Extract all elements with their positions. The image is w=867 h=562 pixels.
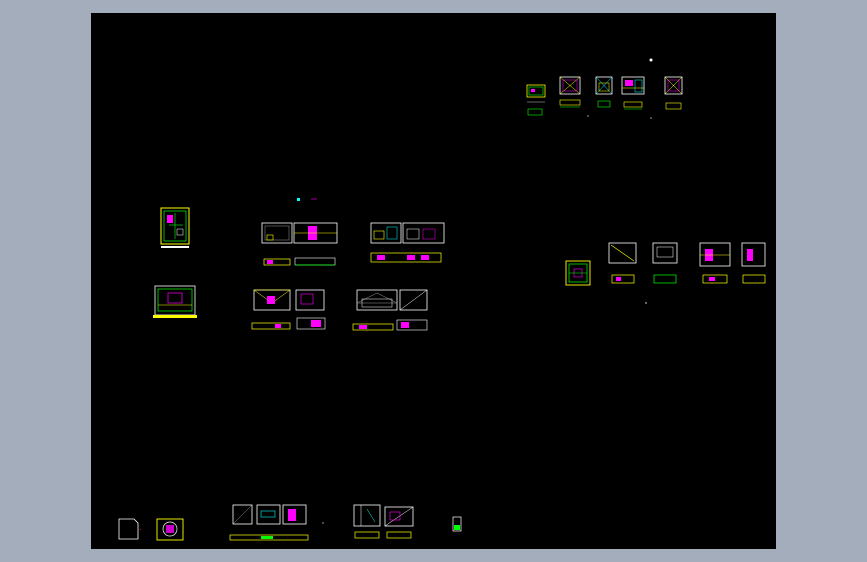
center-elevations[interactable]	[352, 222, 445, 331]
drawing-svg	[118, 58, 766, 541]
marker-dot	[649, 58, 653, 62]
model-space-canvas[interactable]	[91, 13, 776, 549]
center-left-elevations[interactable]	[251, 222, 338, 330]
bottom-row-details[interactable]	[118, 504, 462, 541]
left-floor-plans[interactable]	[153, 207, 197, 318]
right-elevations[interactable]	[565, 242, 766, 304]
top-right-elevations[interactable]	[526, 58, 683, 119]
section-marker[interactable]	[297, 198, 317, 201]
